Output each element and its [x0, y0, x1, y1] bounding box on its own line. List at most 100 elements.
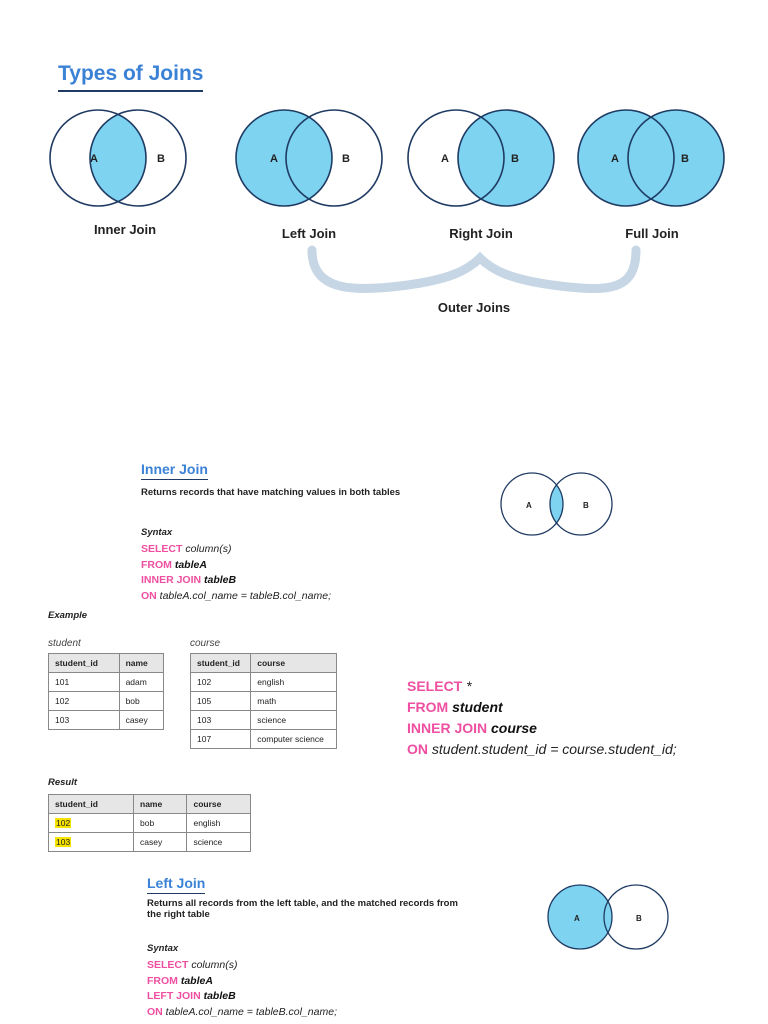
venn-circle-a [49, 109, 147, 207]
sql-value: course [491, 720, 537, 736]
left-join-title: Left Join [147, 875, 206, 894]
left-join-venn: A B [547, 884, 669, 950]
venn-label-b: B [157, 153, 165, 165]
venn-label-a: A [574, 914, 580, 923]
table-cell: adam [118, 672, 165, 692]
sql-keyword: SELECT [407, 678, 463, 694]
outer-joins-brace [307, 245, 641, 294]
table-cell: 103 [189, 710, 252, 730]
column-header: course [250, 653, 337, 673]
column-header: name [132, 794, 188, 814]
venn-circle-a [407, 109, 505, 207]
inner-join-description: Returns records that have matching value… [141, 487, 401, 498]
left-join-syntax-label: Syntax [147, 943, 179, 954]
venn-circle-b [285, 109, 383, 207]
venn-label-b: B [342, 153, 350, 165]
example-query: SELECT * FROM student INNER JOIN course … [407, 676, 677, 760]
sql-value: tableA.col_name = tableB.col_name; [165, 1005, 337, 1018]
venn-right-join: A B [407, 109, 555, 207]
column-header: name [118, 653, 165, 673]
table-cell: 102 [189, 672, 252, 692]
sql-keyword: SELECT [147, 959, 189, 971]
sql-value: student [452, 699, 503, 715]
sql-keyword: ON [407, 741, 428, 757]
course-table-caption: course [190, 638, 221, 649]
highlighted-value: 102 [55, 818, 72, 828]
label-outer-joins: Outer Joins [437, 300, 511, 315]
table-cell: bob [132, 813, 188, 833]
sql-keyword: SELECT [141, 543, 183, 555]
table-cell: bob [118, 691, 165, 711]
join-types-diagram: A B A B A B A B [49, 109, 725, 294]
highlighted-value: 103 [55, 837, 72, 847]
column-header: student_id [48, 653, 120, 673]
venn-circle-b-fill [458, 110, 554, 206]
venn-circle-b-fill [628, 110, 724, 206]
venn-full-join: A B [577, 109, 725, 207]
venn-circle-b [549, 472, 613, 536]
sql-value: tableA [174, 558, 207, 571]
sql-value: tableB [203, 990, 236, 1002]
table-cell: 101 [48, 672, 120, 692]
inner-join-venn: A B [500, 472, 613, 536]
left-join-syntax: SELECT column(s) FROM tableA LEFT JOIN t… [147, 958, 337, 1020]
left-join-description: Returns all records from the left table,… [147, 898, 458, 920]
label-inner-join: Inner Join [93, 222, 157, 237]
table-cell: science [250, 710, 337, 730]
left-join-description-line: Returns all records from the left table,… [147, 898, 458, 909]
venn-label-b: B [511, 153, 519, 165]
column-header: student_id [48, 794, 134, 814]
venn-circle-a-fill [548, 885, 612, 949]
table-cell: 103 [48, 832, 134, 852]
label-left-join: Left Join [281, 226, 337, 241]
table-cell: 103 [48, 710, 120, 730]
sql-keyword: FROM [141, 558, 172, 571]
page-title: Types of Joins [58, 62, 204, 92]
sql-keyword: FROM [407, 699, 449, 715]
venn-label-a: A [441, 153, 449, 165]
table-cell: math [250, 691, 337, 711]
sql-keyword: ON [147, 1005, 163, 1018]
table-cell: casey [118, 710, 165, 730]
sql-value: column(s) [185, 543, 232, 555]
table-cell: english [250, 672, 337, 692]
table-cell: 105 [189, 691, 252, 711]
venn-circle-b [89, 109, 187, 207]
venn-left-join: A B [235, 109, 383, 207]
venn-circle-a-fill [236, 110, 332, 206]
column-header: student_id [189, 653, 252, 673]
venn-circle-a [500, 472, 564, 536]
left-join-description-line: the right table [147, 909, 210, 920]
sql-keyword: LEFT JOIN [147, 990, 201, 1002]
venn-label-a: A [90, 153, 98, 165]
sql-keyword: INNER JOIN [407, 720, 488, 736]
table-cell: casey [132, 832, 188, 852]
venn-circle-b [627, 109, 725, 207]
venn-label-a: A [526, 501, 532, 510]
sql-value: tableA [180, 974, 213, 987]
table-cell: 102 [48, 691, 120, 711]
example-label: Example [48, 610, 88, 621]
venn-circle-a [547, 884, 613, 950]
sql-keyword: FROM [147, 974, 178, 987]
venn-circle-b [603, 884, 669, 950]
venn-label-b: B [681, 153, 689, 165]
table-cell: computer science [250, 729, 337, 749]
label-right-join: Right Join [449, 226, 513, 241]
venn-label-b: B [583, 501, 589, 510]
venn-intersection-fill [90, 110, 146, 206]
venn-circle-a [577, 109, 675, 207]
sql-value: tableB [204, 574, 237, 586]
